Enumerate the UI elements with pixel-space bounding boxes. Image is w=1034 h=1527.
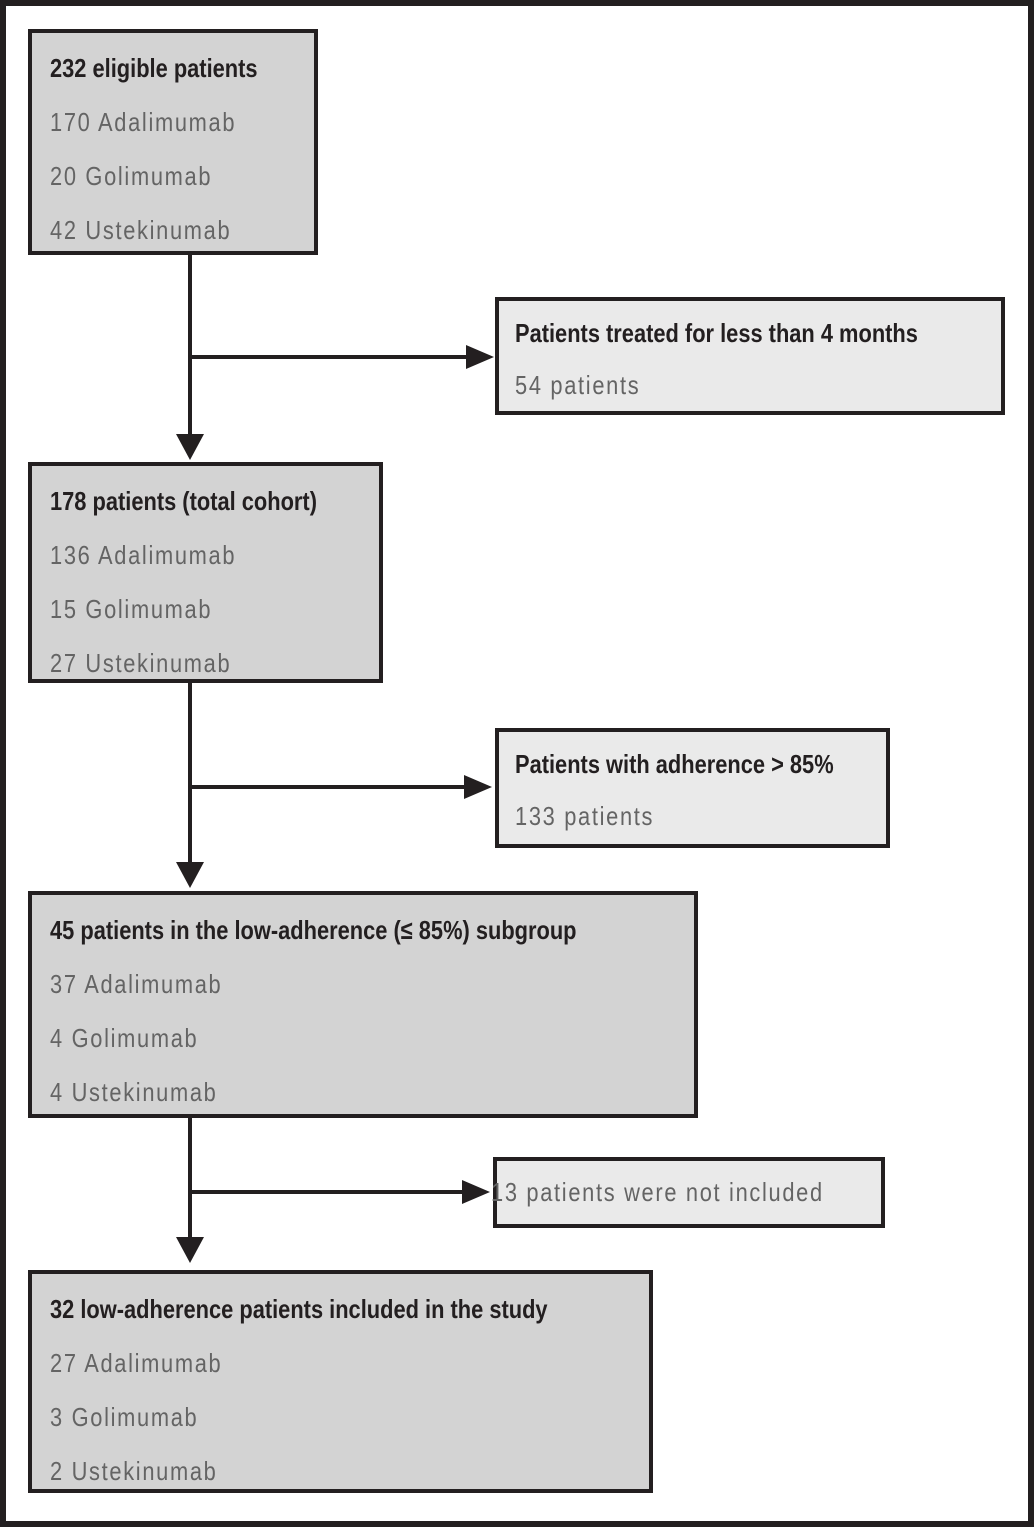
box-line-adalimumab: 37 Adalimumab xyxy=(50,957,676,1011)
box-title-text: 232 eligible patients xyxy=(50,53,258,83)
box-line-ustekinumab: 2 Ustekinumab xyxy=(50,1444,631,1498)
box-line-text: 4 Golimumab xyxy=(50,1023,199,1053)
arrow-right-2-head xyxy=(464,775,492,799)
box-title-text: 178 patients (total cohort) xyxy=(50,486,317,516)
box-line-text: 42 Ustekinumab xyxy=(50,215,232,245)
box-title: Patients treated for less than 4 months xyxy=(515,307,985,359)
box-line-text: 20 Golimumab xyxy=(50,161,213,191)
box-title-text: 32 low-adherence patients included in th… xyxy=(50,1294,548,1324)
box-line-golimumab: 15 Golimumab xyxy=(50,582,361,636)
arrow-down-1-line xyxy=(188,255,192,435)
box-eligible-patients: 232 eligible patients 170 Adalimumab 20 … xyxy=(28,29,318,255)
box-line-golimumab: 3 Golimumab xyxy=(50,1390,631,1444)
arrow-right-1-head xyxy=(466,345,494,369)
box-line-text: 27 Adalimumab xyxy=(50,1348,223,1378)
arrow-right-3-line xyxy=(190,1190,462,1194)
box-line-ustekinumab: 42 Ustekinumab xyxy=(50,203,296,257)
box-line-golimumab: 4 Golimumab xyxy=(50,1011,676,1065)
box-title: 178 patients (total cohort) xyxy=(50,474,361,528)
arrow-right-1-line xyxy=(190,355,466,359)
box-line-text: 15 Golimumab xyxy=(50,594,213,624)
box-line-text: 27 Ustekinumab xyxy=(50,648,232,678)
box-line-text: 2 Ustekinumab xyxy=(50,1456,218,1486)
box-line-patient-count: 54 patients xyxy=(515,359,985,411)
arrow-right-3-head xyxy=(462,1180,490,1204)
box-line-adalimumab: 27 Adalimumab xyxy=(50,1336,631,1390)
box-line-text: 4 Ustekinumab xyxy=(50,1077,218,1107)
box-line-text: 3 Golimumab xyxy=(50,1402,199,1432)
box-line-text: 54 patients xyxy=(515,370,641,400)
box-title-text: 45 patients in the low-adherence (≤ 85%)… xyxy=(50,915,577,945)
arrow-right-2-line xyxy=(190,785,464,789)
box-low-adherence-subgroup: 45 patients in the low-adherence (≤ 85%)… xyxy=(28,891,698,1118)
arrow-down-3-head xyxy=(176,1237,204,1263)
arrow-down-3-line xyxy=(188,1118,192,1238)
arrow-down-2-head xyxy=(176,862,204,888)
box-title: 232 eligible patients xyxy=(50,41,296,95)
box-adherence-above-85: Patients with adherence > 85% 133 patien… xyxy=(495,728,890,848)
box-title-text: Patients with adherence > 85% xyxy=(515,749,834,779)
box-line-text: 13 patients were not included xyxy=(490,1177,824,1207)
box-line-patient-count: 133 patients xyxy=(515,790,870,842)
arrow-down-2-line xyxy=(188,683,192,863)
box-line-golimumab: 20 Golimumab xyxy=(50,149,296,203)
box-line-adalimumab: 136 Adalimumab xyxy=(50,528,361,582)
box-title: 32 low-adherence patients included in th… xyxy=(50,1282,631,1336)
box-line-adalimumab: 170 Adalimumab xyxy=(50,95,296,149)
box-treated-less-than-4-months: Patients treated for less than 4 months … xyxy=(495,297,1005,415)
box-line-patient-count: 13 patients were not included xyxy=(491,1177,887,1208)
box-line-text: 170 Adalimumab xyxy=(50,107,237,137)
box-line-text: 37 Adalimumab xyxy=(50,969,223,999)
box-total-cohort: 178 patients (total cohort) 136 Adalimum… xyxy=(28,462,383,683)
box-line-ustekinumab: 4 Ustekinumab xyxy=(50,1065,676,1119)
box-line-ustekinumab: 27 Ustekinumab xyxy=(50,636,361,690)
box-title: 45 patients in the low-adherence (≤ 85%)… xyxy=(50,903,676,957)
box-line-text: 133 patients xyxy=(515,801,655,831)
box-included-in-study: 32 low-adherence patients included in th… xyxy=(28,1270,653,1493)
box-title: Patients with adherence > 85% xyxy=(515,738,870,790)
arrow-down-1-head xyxy=(176,434,204,460)
box-patients-not-included: 13 patients were not included xyxy=(491,1157,887,1228)
box-title-text: Patients treated for less than 4 months xyxy=(515,318,918,348)
box-line-text: 136 Adalimumab xyxy=(50,540,237,570)
